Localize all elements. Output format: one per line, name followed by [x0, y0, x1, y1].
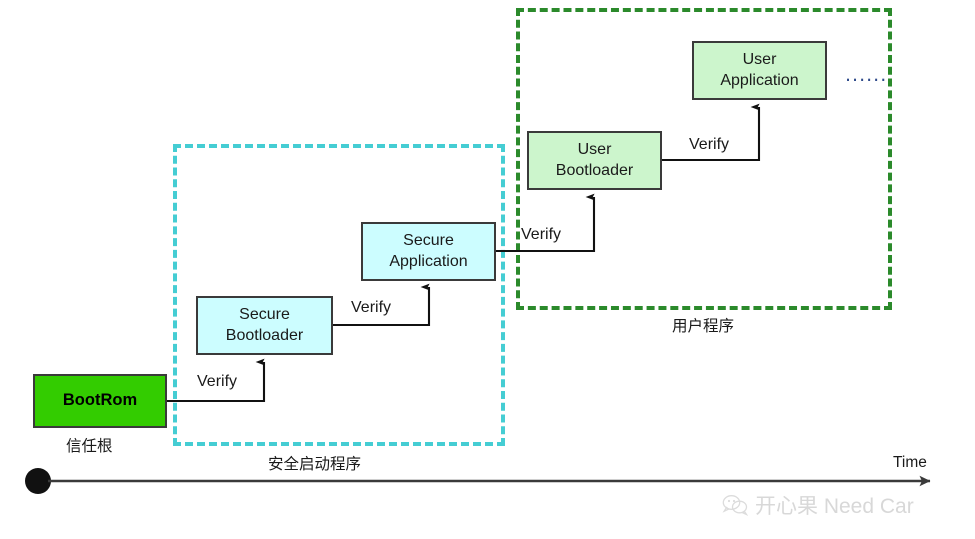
box-secure-bootloader[interactable]: Secure Bootloader — [196, 296, 333, 355]
connector-secure-application-to-user-bootloader — [496, 197, 596, 253]
box-user-application-line1: User — [742, 51, 777, 69]
box-secure-bootloader-line2: Bootloader — [225, 326, 304, 344]
watermark-text: 开心果 Need Car — [755, 495, 914, 518]
verify-label-4: Verify — [689, 136, 730, 153]
axis-origin-dot — [25, 468, 51, 494]
connector-bootrom-to-secure-bootloader — [167, 362, 266, 403]
box-bootrom-line1: BootRom — [62, 391, 138, 410]
box-secure-bootloader-line1: Secure — [239, 306, 290, 324]
box-secure-application-line2: Application — [389, 252, 468, 270]
verify-label-2: Verify — [351, 299, 392, 316]
secure-boot-region — [173, 144, 505, 446]
box-user-application-line2: Application — [720, 71, 799, 89]
box-user-bootloader-line2: Bootloader — [555, 161, 634, 179]
caption-secure-boot-region: 安全启动程序 — [268, 456, 362, 473]
connector-secure-bootloader-to-secure-application — [333, 287, 431, 327]
wechat-icon — [722, 495, 748, 516]
time-axis-label: Time — [893, 454, 927, 471]
caption-user-program-region: 用户程序 — [672, 318, 735, 335]
box-secure-application-line1: Secure — [403, 232, 454, 250]
connector-user-bootloader-to-user-application — [662, 107, 761, 162]
ellipsis-dots: ...... — [845, 64, 888, 86]
box-secure-application[interactable]: Secure Application — [361, 222, 496, 281]
caption-bootrom: 信任根 — [66, 438, 113, 455]
verify-label-1: Verify — [197, 373, 238, 390]
box-user-bootloader[interactable]: User Bootloader — [527, 131, 662, 190]
watermark: 开心果 Need Car — [722, 490, 914, 520]
box-bootrom[interactable]: BootRom — [33, 374, 167, 428]
box-user-application[interactable]: User Application — [692, 41, 827, 100]
verify-label-3: Verify — [521, 226, 562, 243]
box-user-bootloader-line1: User — [577, 141, 612, 159]
user-program-region — [516, 8, 892, 310]
